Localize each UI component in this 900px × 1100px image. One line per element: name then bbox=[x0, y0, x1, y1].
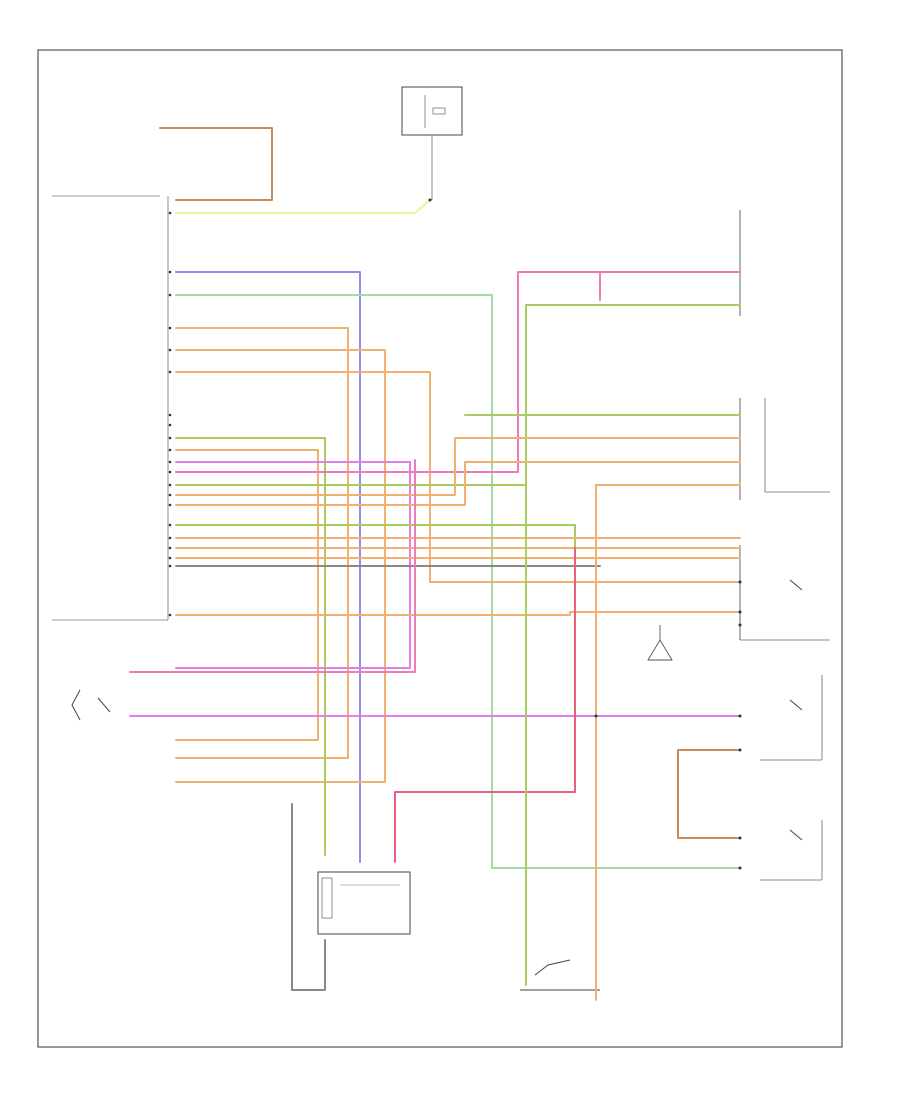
connector-pin-14 bbox=[168, 493, 172, 497]
connector-pin-20 bbox=[168, 564, 172, 568]
junction-point-2 bbox=[738, 610, 742, 614]
wire-red bbox=[394, 547, 576, 863]
connector-pin-8 bbox=[168, 423, 172, 427]
junction-point-6 bbox=[738, 836, 742, 840]
wire-orange-a bbox=[175, 327, 349, 759]
connector-pin-15 bbox=[168, 503, 172, 507]
power-distribution-box bbox=[401, 86, 463, 200]
connector-pin-21 bbox=[168, 613, 172, 617]
connector-pin-9 bbox=[168, 436, 172, 440]
connector-pin-17 bbox=[168, 536, 172, 540]
wire-green-bundle bbox=[175, 524, 741, 549]
connector-pin-18 bbox=[168, 546, 172, 550]
connector-pin-3 bbox=[168, 293, 172, 297]
junction-point-4 bbox=[738, 714, 742, 718]
connector-pin-10 bbox=[168, 448, 172, 452]
optical-sensor-module bbox=[739, 398, 830, 500]
connector-pin-13 bbox=[168, 483, 172, 487]
connector-pin-6 bbox=[168, 370, 172, 374]
junction-point-8 bbox=[594, 714, 598, 718]
connector-pin-5 bbox=[168, 348, 172, 352]
wire-pink-top bbox=[175, 271, 741, 473]
wire-pink-mid bbox=[129, 459, 416, 673]
wire-harness bbox=[129, 127, 741, 1001]
switch-symbols bbox=[71, 579, 803, 991]
wire-olive-1 bbox=[175, 437, 326, 856]
connector-pin-2 bbox=[168, 270, 172, 274]
ground-symbol bbox=[647, 625, 673, 661]
main-module-outline bbox=[52, 195, 169, 621]
wire-orange-d bbox=[175, 449, 319, 741]
wire-yellow-fuse bbox=[175, 199, 431, 214]
wire-orange-c bbox=[175, 371, 741, 583]
connector-pin-19 bbox=[168, 556, 172, 560]
connector-pin-4 bbox=[168, 326, 172, 330]
wire-tan-top bbox=[159, 127, 273, 201]
wire-orange-e bbox=[175, 437, 741, 496]
wire-gray-lock bbox=[291, 803, 326, 991]
junction-point-5 bbox=[738, 748, 742, 752]
right-lower-module bbox=[739, 545, 830, 881]
wire-blue bbox=[175, 271, 361, 863]
junction-point-3 bbox=[738, 623, 742, 627]
wire-orange-f bbox=[175, 461, 741, 506]
connector-pin-16 bbox=[168, 523, 172, 527]
wire-tan-right bbox=[677, 749, 741, 839]
connector-pin-1 bbox=[168, 211, 172, 215]
junction-point-9 bbox=[428, 198, 432, 202]
junction-point-1 bbox=[738, 580, 742, 584]
wire-olive-top bbox=[175, 304, 741, 486]
junction-point-7 bbox=[738, 866, 742, 870]
lock-module-box bbox=[317, 871, 411, 935]
diagram-border bbox=[37, 49, 843, 1048]
wire-orange-low bbox=[175, 611, 741, 616]
connector-pin-7 bbox=[168, 413, 172, 417]
connector-pin-12 bbox=[168, 470, 172, 474]
connector-pins bbox=[168, 198, 742, 870]
connector-pin-11 bbox=[168, 460, 172, 464]
